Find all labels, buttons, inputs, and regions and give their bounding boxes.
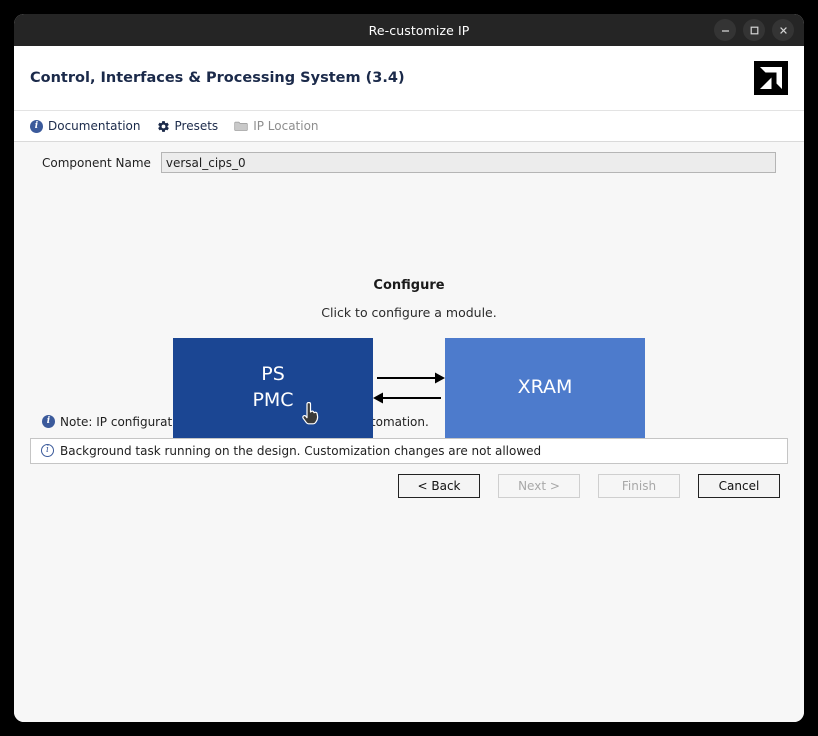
maximize-icon [749,25,760,36]
maximize-button[interactable] [743,19,765,41]
finish-button: Finish [598,474,680,498]
block-xram-label: XRAM [518,375,573,401]
configure-subheading: Click to configure a module. [14,305,804,320]
toolbar-item-presets-label: Presets [175,119,219,133]
block-ps-pmc[interactable]: PS PMC [173,338,373,438]
window-title: Re-customize IP [14,23,714,38]
amd-logo [754,61,788,95]
bottom-padding [14,498,804,723]
page-title: Control, Interfaces & Processing System … [30,70,754,86]
connection-arrows [373,366,445,410]
dialog-window: Re-customize IP Control, Interfaces [14,14,804,722]
toolbar-item-ip-location-label: IP Location [253,119,318,133]
info-outline-icon: i [41,444,54,457]
block-xram[interactable]: XRAM [445,338,645,438]
toolbar-item-presets[interactable]: Presets [157,119,219,133]
block-diagram: PS PMC XRAM [173,338,645,438]
pointing-hand-cursor [300,402,320,426]
close-icon [778,25,789,36]
close-button[interactable] [772,19,794,41]
component-name-input[interactable] [161,152,776,173]
toolbar-item-documentation-label: Documentation [48,119,141,133]
arrow-right-icon [377,373,445,384]
dialog-header: Control, Interfaces & Processing System … [14,46,804,111]
component-name-row: Component Name [14,142,804,183]
dialog-buttons: < Back Next > Finish Cancel [14,464,804,498]
next-button: Next > [498,474,580,498]
title-bar: Re-customize IP [14,14,804,46]
amd-logo-icon [754,61,788,95]
arrow-left-icon [373,393,441,404]
back-button[interactable]: < Back [398,474,480,498]
minimize-button[interactable] [714,19,736,41]
block-ps-pmc-line2: PMC [252,388,293,414]
block-ps-pmc-line1: PS [261,362,285,388]
cancel-button[interactable]: Cancel [698,474,780,498]
component-name-label: Component Name [42,156,151,170]
info-icon: i [42,415,55,428]
toolbar-item-ip-location[interactable]: IP Location [234,119,318,133]
status-message-box: i Background task running on the design.… [30,438,788,464]
info-icon: i [30,120,43,133]
status-message-text: Background task running on the design. C… [60,444,541,458]
configure-heading: Configure [14,278,804,293]
minimize-icon [720,25,731,36]
configure-canvas: Configure Click to configure a module. P… [14,183,804,408]
window-controls [714,19,804,41]
folder-icon [234,120,248,132]
toolbar-item-documentation[interactable]: i Documentation [30,119,141,133]
toolbar: i Documentation Presets IP Location [14,111,804,142]
gear-icon [157,120,170,133]
